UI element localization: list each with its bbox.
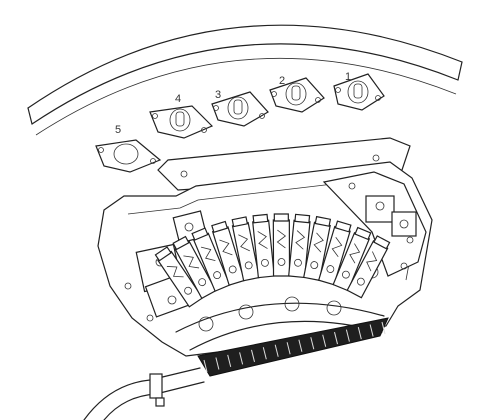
band-tick xyxy=(322,334,327,347)
module xyxy=(332,226,372,292)
band-tick xyxy=(203,359,208,373)
module xyxy=(172,235,217,300)
band-tick xyxy=(369,324,374,337)
band-tick xyxy=(215,357,220,370)
module xyxy=(272,213,291,277)
part-4: 4 xyxy=(149,93,214,139)
callout-label: 4 xyxy=(175,93,181,105)
callout-label: 5 xyxy=(115,124,121,136)
band-tick xyxy=(227,354,232,368)
part-2: 2 xyxy=(269,75,325,113)
band-tick xyxy=(239,352,244,365)
cable-band xyxy=(197,317,389,377)
right-block xyxy=(322,171,427,279)
callout-label: 3 xyxy=(215,89,221,101)
module xyxy=(191,227,231,292)
callout-label: 2 xyxy=(279,75,285,87)
band-tick xyxy=(334,331,338,345)
band-tick xyxy=(381,321,386,335)
band-tick xyxy=(357,326,362,340)
part-3: 3 xyxy=(211,89,269,127)
band-tick xyxy=(251,349,255,363)
cable-exit xyxy=(83,367,205,420)
module xyxy=(252,213,275,279)
part-5: 5 xyxy=(95,124,162,173)
part-1: 1 xyxy=(333,71,385,111)
module xyxy=(231,216,261,282)
module xyxy=(346,235,391,299)
band-tick xyxy=(286,342,291,355)
module xyxy=(154,246,204,308)
band-tick xyxy=(298,339,303,352)
module xyxy=(317,220,352,286)
outer-housing-arc xyxy=(27,24,463,136)
module-array xyxy=(154,213,391,308)
callout-label: 1 xyxy=(345,71,351,83)
module xyxy=(288,213,311,279)
band-tick xyxy=(310,337,315,350)
band-tick xyxy=(345,329,350,342)
module xyxy=(303,215,332,282)
band-tick xyxy=(262,347,267,360)
module xyxy=(211,220,246,286)
band-tick xyxy=(274,344,279,357)
